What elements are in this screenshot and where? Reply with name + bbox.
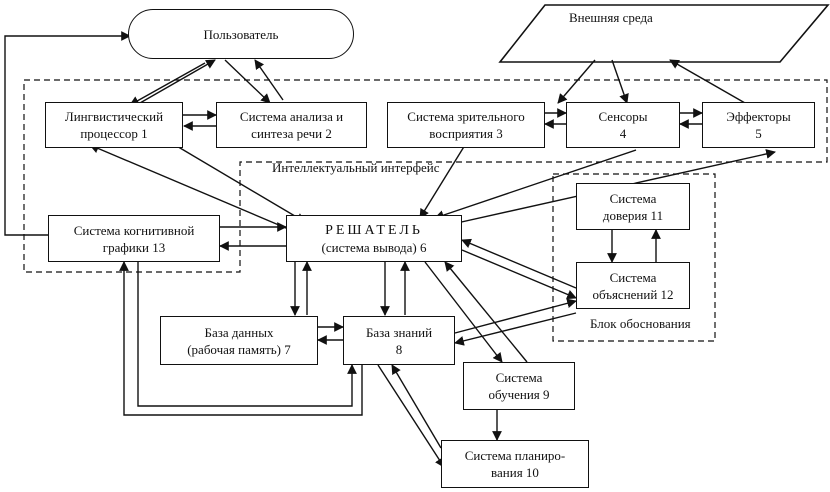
linguistic-processor-node: Лингвистический процессор 1	[45, 102, 183, 148]
solver-title: РЕШАТЕЛЬ	[325, 222, 423, 238]
linguistic-processor-line2: процессор 1	[80, 126, 148, 141]
solver-subtitle: (система вывода) 6	[321, 239, 427, 255]
environment-label: Внешняя среда	[569, 10, 653, 25]
vision-system-line2: восприятия 3	[429, 126, 503, 141]
cognitive-graphics-node: Система когнитивной графики 13	[48, 215, 220, 262]
arrow-n12-to-n6	[461, 238, 577, 289]
arrow-n12-to-n8	[454, 312, 577, 346]
user-node: Пользователь	[128, 9, 354, 59]
effectors-node: Эффекторы 5	[702, 102, 815, 148]
arrow-n2-to-user	[254, 59, 284, 101]
solver-node: РЕШАТЕЛЬ (система вывода) 6	[286, 215, 462, 262]
speech-system-line2: синтеза речи 2	[251, 126, 332, 141]
knowledge-base-node: База знаний 8	[343, 316, 455, 365]
arrow-n9-to-n6	[444, 261, 528, 363]
arrow-user-to-n2	[224, 59, 271, 104]
linguistic-processor-line1: Лингвистический	[64, 109, 164, 124]
justification-block-region	[552, 173, 716, 342]
trust-system-line2: доверия 11	[602, 207, 664, 223]
database-line1: База данных	[204, 324, 274, 340]
arrow-n3-to-n6	[419, 144, 466, 219]
arrow-n5-to-env	[669, 59, 746, 104]
speech-system-line1: Система анализа и	[239, 109, 344, 124]
arrow-n6-to-n1	[89, 143, 294, 232]
arrow-env-to-n4	[611, 59, 629, 104]
planning-system-node: Система планиро- вания 10	[441, 440, 589, 488]
intelligent-interface-region	[23, 79, 828, 273]
vision-system-line1: Система зрительного	[407, 109, 525, 124]
arrow-n1-to-user	[139, 59, 216, 104]
learning-system-node: Система обучения 9	[463, 362, 575, 410]
database-node: База данных (рабочая память) 7	[160, 316, 318, 365]
arrow-n1-to-n6	[174, 144, 306, 223]
explanation-system-line1: Система	[609, 269, 657, 285]
arrow-n13-to-user	[4, 31, 131, 236]
justification-block-label: Блок обоснования	[590, 316, 691, 331]
arrow-n4-to-n6	[434, 149, 637, 220]
knowledge-base-line2: 8	[395, 341, 403, 357]
knowledge-base-line1: База знаний	[365, 324, 433, 340]
arrow-n13-to-n8	[137, 262, 357, 407]
cognitive-graphics-line1: Система когнитивной	[73, 222, 195, 238]
planning-system-line2: вания 10	[491, 465, 539, 480]
intelligent-interface-label: Интеллектуальный интерфейс	[272, 160, 440, 175]
arrow-user-to-n1	[129, 62, 206, 106]
trust-system-node: Система доверия 11	[576, 183, 690, 230]
explanation-system-node: Система объяснений 12	[576, 262, 690, 309]
speech-system-node: Система анализа и синтеза речи 2	[216, 102, 367, 148]
sensors-node: Сенсоры 4	[566, 102, 680, 148]
arrow-n10-to-n8	[391, 364, 442, 449]
learning-system-line1: Система	[495, 370, 543, 385]
arrow-n6-to-n12	[461, 249, 577, 300]
database-line2: (рабочая память) 7	[187, 341, 291, 357]
effectors-line2: 5	[755, 126, 762, 141]
vision-system-node: Система зрительного восприятия 3	[387, 102, 545, 148]
sensors-line1: Сенсоры	[598, 109, 648, 124]
learning-system-line2: обучения 9	[488, 387, 550, 402]
arrow-n8-to-n13	[119, 261, 363, 416]
arrow-env-to-n3	[557, 59, 596, 104]
planning-system-line1: Система планиро-	[464, 448, 566, 463]
sensors-line2: 4	[619, 126, 627, 141]
user-label: Пользователь	[203, 26, 279, 42]
arrow-n6-to-n9	[424, 261, 503, 363]
trust-system-line1: Система	[609, 190, 657, 206]
explanation-system-line2: объяснений 12	[592, 286, 674, 302]
arrow-n8-to-n10	[377, 364, 445, 468]
external-environment-shape	[498, 4, 830, 63]
effectors-line1: Эффекторы	[726, 109, 791, 124]
cognitive-graphics-line2: графики 13	[102, 239, 166, 255]
